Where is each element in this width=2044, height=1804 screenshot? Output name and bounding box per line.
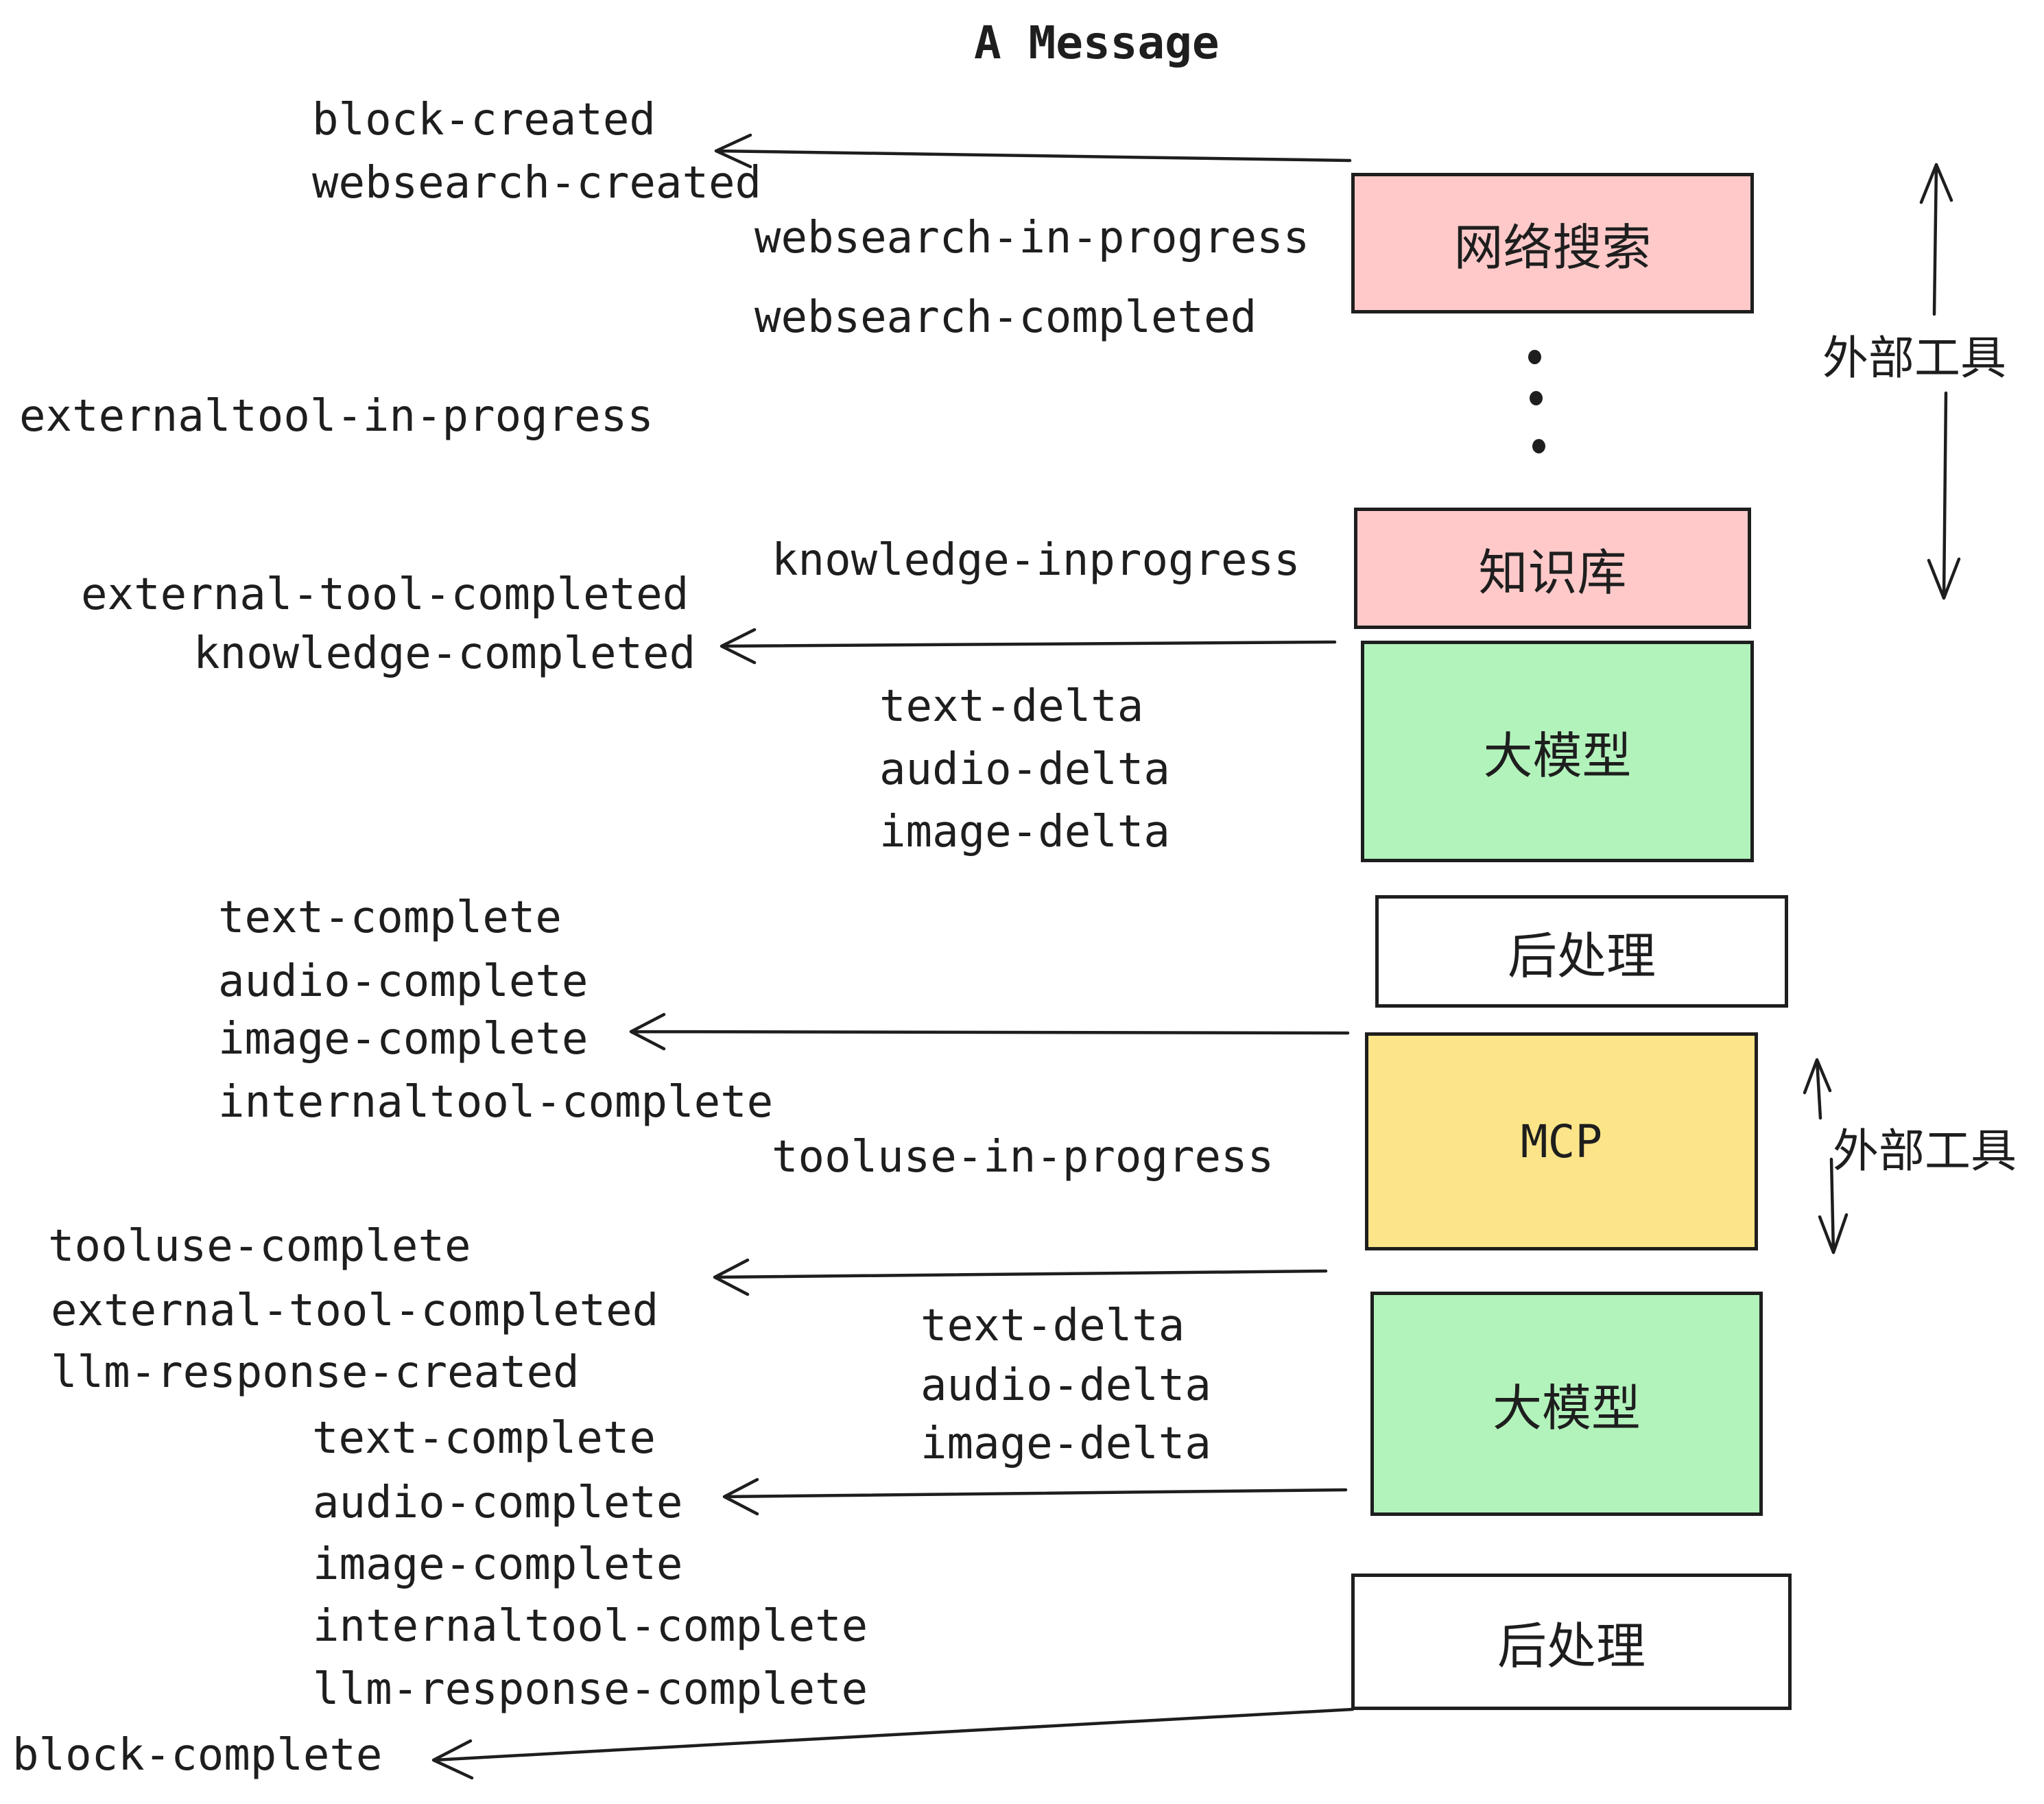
arrow-llm-complete-2 (722, 1477, 1348, 1516)
diagram-title: A Message (974, 16, 1220, 69)
arrow-tooluse-complete (713, 1258, 1328, 1296)
arrow-internal-complete-1 (629, 1012, 1350, 1051)
event-websearch-created: websearch-created (312, 158, 762, 209)
box-postprocess-2-label: 后处理 (1497, 1617, 1645, 1675)
arrow-block-complete (431, 1707, 1355, 1780)
ellipsis-dot (1532, 439, 1545, 453)
arrow-external-tools-down-1 (1927, 391, 1961, 600)
box-llm-2-label: 大模型 (1492, 1379, 1641, 1437)
event-knowledge-inprogress: knowledge-inprogress (772, 535, 1300, 586)
box-llm-2: 大模型 (1370, 1292, 1763, 1516)
event-image-delta-1: image-delta (879, 807, 1170, 857)
event-image-delta-2: image-delta (920, 1419, 1211, 1469)
box-websearch-label: 网络搜索 (1453, 219, 1652, 276)
event-image-complete-1: image-complete (218, 1014, 589, 1065)
box-mcp: MCP (1365, 1032, 1758, 1250)
event-external-tool-completed-2: external-tool-completed (51, 1285, 659, 1336)
event-text-delta-1: text-delta (879, 681, 1144, 732)
event-text-complete-2: text-complete (312, 1413, 656, 1464)
box-mcp-label: MCP (1520, 1115, 1603, 1168)
box-knowledge-label: 知识库 (1478, 544, 1627, 602)
box-websearch: 网络搜索 (1351, 173, 1754, 313)
side-label-external-tools-2: 外部工具 (1833, 1124, 2017, 1178)
event-audio-complete-1: audio-complete (218, 956, 589, 1007)
arrow-knowledge-completed (720, 628, 1337, 665)
event-internaltool-complete-1: internaltool-complete (218, 1077, 774, 1128)
event-audio-complete-2: audio-complete (313, 1477, 683, 1528)
arrow-websearch-created (714, 133, 1352, 169)
box-postprocess-2: 后处理 (1351, 1574, 1792, 1710)
arrow-external-tools-up-1 (1919, 163, 1953, 316)
event-image-complete-2: image-complete (313, 1539, 683, 1590)
event-websearch-in-progress: websearch-in-progress (754, 213, 1310, 263)
box-postprocess-1-label: 后处理 (1507, 927, 1656, 985)
event-externaltool-in-progress: externaltool-in-progress (19, 391, 654, 442)
event-external-tool-completed-1: external-tool-completed (81, 569, 689, 620)
box-postprocess-1: 后处理 (1375, 895, 1788, 1008)
event-block-complete: block-complete (12, 1730, 383, 1781)
ellipsis-dot (1530, 391, 1543, 405)
side-label-external-tools-1: 外部工具 (1822, 331, 2006, 385)
event-knowledge-completed: knowledge-completed (193, 628, 696, 679)
event-tooluse-complete: tooluse-complete (48, 1221, 471, 1272)
event-text-delta-2: text-delta (920, 1301, 1185, 1351)
event-tooluse-in-progress: tooluse-in-progress (772, 1132, 1274, 1183)
arrow-external-tools-up-2 (1803, 1058, 1832, 1120)
event-audio-delta-1: audio-delta (879, 744, 1170, 795)
event-block-created: block-created (312, 95, 656, 145)
event-llm-response-created: llm-response-created (51, 1347, 580, 1398)
event-internaltool-complete-2: internaltool-complete (313, 1601, 868, 1652)
event-websearch-completed: websearch-completed (754, 292, 1257, 343)
event-llm-response-complete: llm-response-complete (313, 1664, 868, 1715)
box-llm-1-label: 大模型 (1483, 727, 1632, 785)
ellipsis-dot (1528, 350, 1541, 364)
event-text-complete-1: text-complete (218, 892, 562, 943)
event-audio-delta-2: audio-delta (920, 1360, 1211, 1411)
box-knowledge-base: 知识库 (1354, 508, 1751, 629)
box-llm-1: 大模型 (1361, 641, 1754, 862)
